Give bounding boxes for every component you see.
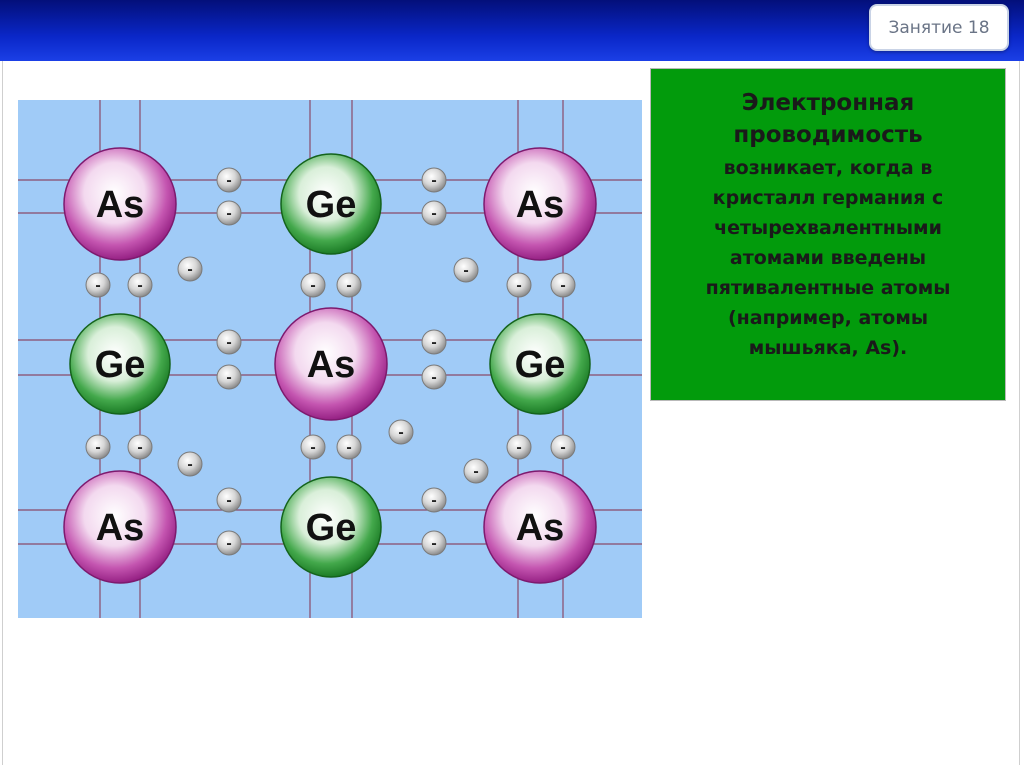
electron: - — [85, 272, 111, 298]
electron: - — [216, 530, 242, 556]
arsenic-atom: As — [274, 307, 388, 421]
germanium-atom: Ge — [280, 476, 382, 578]
electron: - — [550, 272, 576, 298]
electron-sign: - — [560, 277, 565, 294]
electron: - — [421, 200, 447, 226]
electron: - — [453, 257, 479, 283]
electron-sign: - — [187, 456, 192, 473]
electron: - — [127, 434, 153, 460]
electron-sign: - — [431, 369, 436, 386]
electron: - — [216, 200, 242, 226]
atom-label: As — [96, 184, 145, 226]
electron-sign: - — [473, 463, 478, 480]
electron: - — [216, 364, 242, 390]
electron-sign: - — [431, 172, 436, 189]
electron: - — [85, 434, 111, 460]
info-title-line2: проводимость — [733, 122, 923, 148]
info-body-line: четырехвалентными — [714, 217, 942, 239]
electron: - — [216, 329, 242, 355]
electron: - — [177, 256, 203, 282]
electron: - — [421, 487, 447, 513]
electron: - — [177, 451, 203, 477]
electron-sign: - — [137, 277, 142, 294]
electron: - — [550, 434, 576, 460]
electron-sign: - — [346, 439, 351, 456]
atom-label: As — [96, 507, 145, 549]
lesson-badge: Занятие 18 — [869, 4, 1009, 51]
electron-group: - - - - - - - - - - - - - - - - - - - - - - - - - - - - - — [85, 167, 576, 556]
electron-sign: - — [226, 172, 231, 189]
electron: - — [506, 434, 532, 460]
electron: - — [421, 167, 447, 193]
electron-sign: - — [310, 277, 315, 294]
electron-sign: - — [137, 439, 142, 456]
electron: - — [421, 364, 447, 390]
explanation-box: Электронная проводимость возникает, когд… — [650, 68, 1006, 401]
atom-label: As — [516, 184, 565, 226]
electron-sign: - — [187, 261, 192, 278]
electron-sign: - — [95, 277, 100, 294]
info-body-line: пятивалентные атомы — [705, 277, 951, 299]
atom-label: As — [516, 507, 565, 549]
info-body-line: атомами введены — [729, 247, 927, 269]
germanium-atom: Ge — [280, 153, 382, 255]
electron: - — [463, 458, 489, 484]
arsenic-atom: As — [483, 147, 597, 261]
electron-sign: - — [463, 262, 468, 279]
electron-sign: - — [95, 439, 100, 456]
electron: - — [336, 434, 362, 460]
electron-sign: - — [310, 439, 315, 456]
electron: - — [216, 487, 242, 513]
electron: - — [421, 530, 447, 556]
electron-sign: - — [226, 492, 231, 509]
electron: - — [300, 272, 326, 298]
electron-sign: - — [431, 535, 436, 552]
info-body-line: возникает, когда в — [723, 157, 933, 179]
electron: - — [506, 272, 532, 298]
electron-sign: - — [226, 369, 231, 386]
electron-sign: - — [346, 277, 351, 294]
electron: - — [300, 434, 326, 460]
electron: - — [127, 272, 153, 298]
electron-sign: - — [431, 334, 436, 351]
electron: - — [388, 419, 414, 445]
info-body-line: кристалл германия с — [712, 187, 944, 209]
electron-sign: - — [516, 277, 521, 294]
info-body-line: (например, атомы — [727, 307, 929, 329]
electron-sign: - — [516, 439, 521, 456]
germanium-atom: Ge — [69, 313, 171, 415]
arsenic-atom: As — [63, 470, 177, 584]
electron-sign: - — [398, 424, 403, 441]
electron-sign: - — [226, 535, 231, 552]
electron-sign: - — [431, 492, 436, 509]
atom-label: Ge — [515, 344, 566, 386]
atom-label: Ge — [95, 344, 146, 386]
arsenic-atom: As — [483, 470, 597, 584]
atom-label: As — [307, 344, 356, 386]
atom-label: Ge — [306, 507, 357, 549]
germanium-atom: Ge — [489, 313, 591, 415]
electron-sign: - — [560, 439, 565, 456]
electron: - — [216, 167, 242, 193]
arsenic-atom: As — [63, 147, 177, 261]
electron-sign: - — [226, 334, 231, 351]
title-bar — [0, 0, 1024, 61]
atom-label: Ge — [306, 184, 357, 226]
electron: - — [421, 329, 447, 355]
info-title-line1: Электронная — [741, 90, 915, 116]
electron-sign: - — [226, 205, 231, 222]
electron: - — [336, 272, 362, 298]
slide-frame — [2, 61, 1020, 765]
info-body-line: мышьяка, As). — [748, 337, 908, 359]
electron-sign: - — [431, 205, 436, 222]
